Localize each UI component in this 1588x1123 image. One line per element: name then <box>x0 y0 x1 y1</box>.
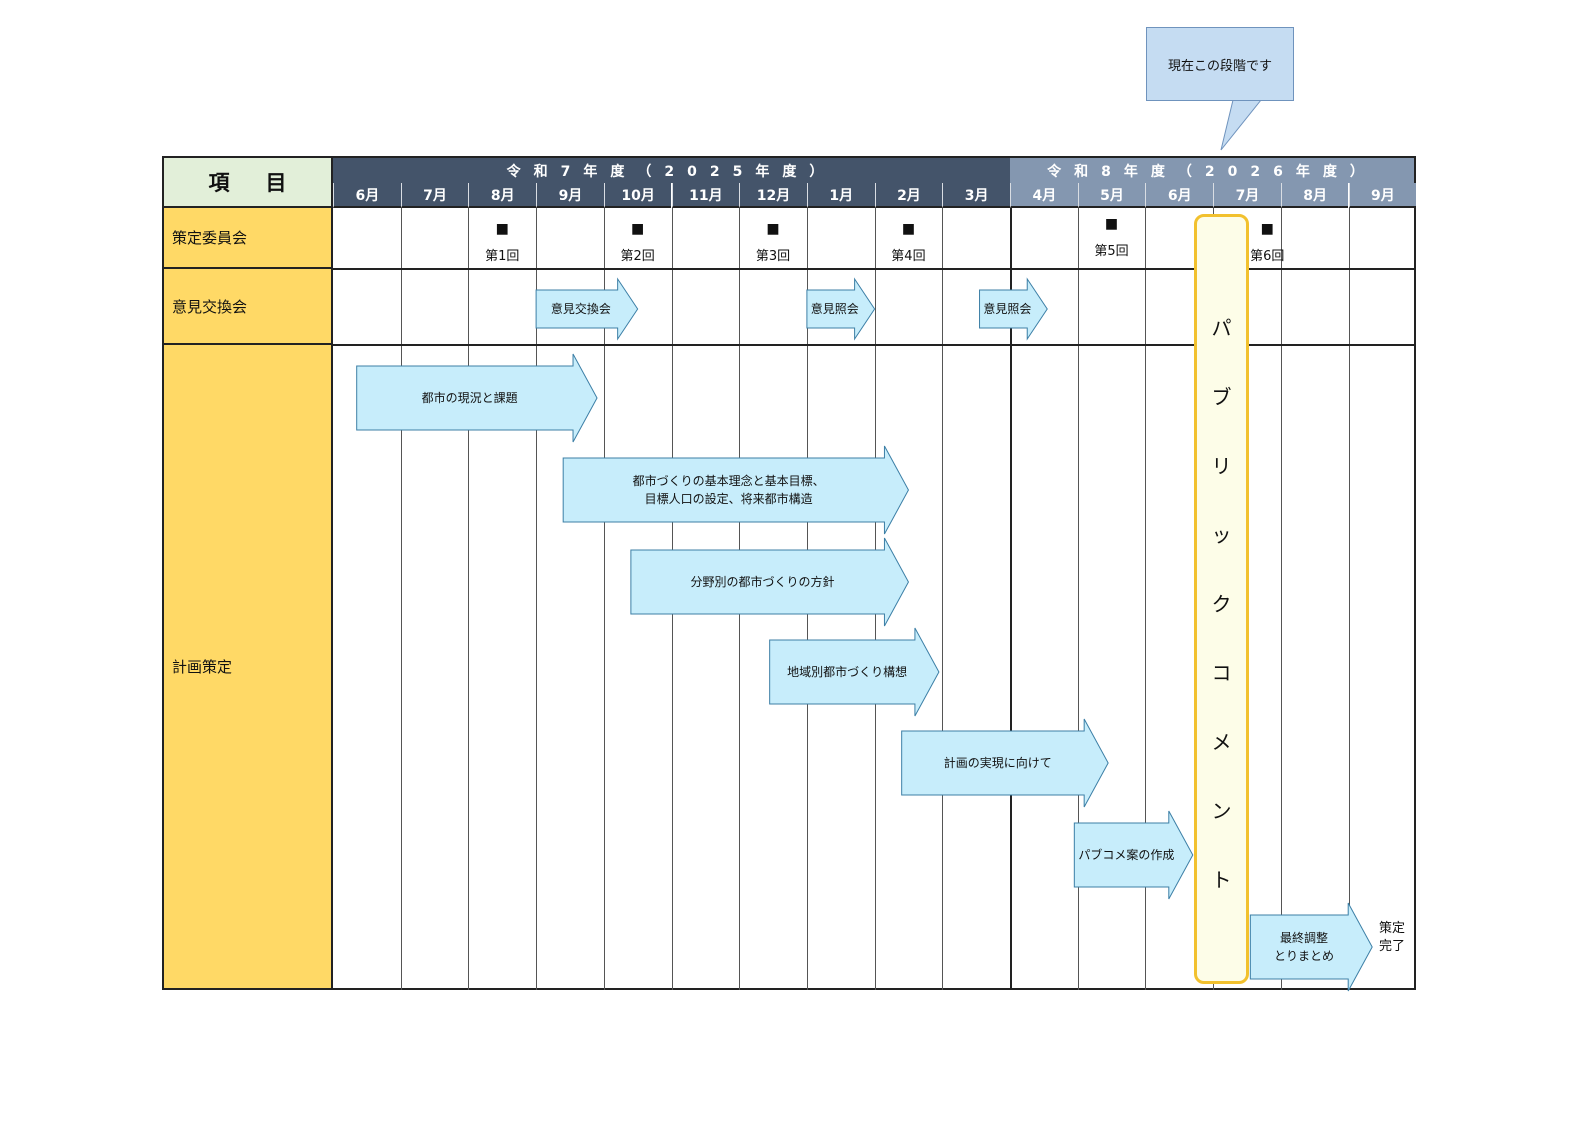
current-stage-callout: 現在この段階です <box>1146 27 1294 101</box>
grid-column-line <box>536 208 538 990</box>
meeting-label: 第2回 <box>620 249 655 264</box>
grid-column-line <box>942 208 944 990</box>
grid-column-line <box>1348 208 1350 990</box>
month-header: 4月 <box>1010 183 1078 208</box>
arrow-label: 意見照会 <box>810 302 859 316</box>
completion-label: 策定 完了 <box>1372 920 1412 956</box>
schedule-arrow <box>979 277 1048 341</box>
schedule-arrow <box>630 537 910 627</box>
month-header: 2月 <box>874 183 943 208</box>
public-comment-char: メ <box>1211 730 1232 754</box>
month-header: 5月 <box>1077 183 1146 208</box>
month-header: 11月 <box>671 183 740 208</box>
meeting-mark: ■ <box>901 221 916 237</box>
schedule-arrow <box>1249 902 1373 992</box>
arrow-label: 意見照会 <box>983 302 1032 316</box>
meeting-mark: ■ <box>1260 221 1274 237</box>
row-divider-2 <box>333 344 1416 346</box>
month-header: 1月 <box>806 183 875 208</box>
month-header: 7月 <box>1213 183 1281 208</box>
meeting-mark: ■ <box>766 221 780 237</box>
schedule-arrow <box>535 277 639 341</box>
month-header: 3月 <box>942 183 1010 208</box>
month-header: 8月 <box>1280 183 1349 208</box>
meeting-label: 第6回 <box>1250 249 1285 264</box>
month-header: 8月 <box>468 183 537 208</box>
grid-column-line <box>603 208 605 990</box>
schedule-arrow <box>769 627 940 717</box>
grid-column-line <box>1280 208 1282 990</box>
public-comment-char: リ <box>1211 454 1232 478</box>
meeting-mark: ■ <box>1104 216 1119 232</box>
grid-column-line <box>1077 208 1079 990</box>
arrow-label: 分野別の都市づくりの方針 <box>690 575 835 589</box>
month-header: 7月 <box>400 183 469 208</box>
month-header: 12月 <box>739 183 807 208</box>
row-divider-1 <box>333 268 1416 270</box>
meeting-label: 第3回 <box>755 249 791 264</box>
public-comment-char: コ <box>1211 661 1232 685</box>
row-label-committee: 策定委員会 <box>162 208 333 269</box>
row-label-planning: 計画策定 <box>162 345 333 990</box>
public-comment-char: パ <box>1211 316 1232 340</box>
schedule-grid <box>333 208 1416 990</box>
arrow-label: 最終調整 とりまとめ <box>1274 931 1335 963</box>
row-label-exchange: 意見交換会 <box>162 269 333 345</box>
meeting-mark: ■ <box>631 221 645 237</box>
meeting-mark: ■ <box>495 221 509 237</box>
month-header: 6月 <box>333 183 401 208</box>
completion-line-1: 策定 <box>1378 921 1405 936</box>
callout-text: 現在この段階です <box>1167 58 1272 74</box>
public-comment-char: ク <box>1211 592 1232 616</box>
schedule-arrow <box>1073 810 1194 900</box>
arrow-label: 都市の現況と課題 <box>421 391 518 405</box>
arrow-label: 意見交換会 <box>550 302 611 316</box>
month-header: 9月 <box>536 183 604 208</box>
arrow-label: 計画の実現に向けて <box>943 756 1052 770</box>
month-header: 6月 <box>1145 183 1214 208</box>
public-comment-band <box>1194 214 1249 984</box>
completion-line-2: 完了 <box>1378 939 1405 954</box>
grid-column-line <box>400 208 402 990</box>
schedule-arrow <box>806 277 876 341</box>
grid-column-line <box>1145 208 1147 990</box>
arrow-label: 都市づくりの基本理念と基本目標、 目標人口の設定、将来都市構造 <box>632 474 825 506</box>
schedule-arrow <box>562 445 910 535</box>
schedule-arrow <box>901 718 1109 808</box>
item-header: 項目 <box>162 156 333 208</box>
public-comment-char: ブ <box>1211 385 1232 409</box>
public-comment-char: ッ <box>1211 523 1232 547</box>
meeting-label: 第4回 <box>891 249 926 264</box>
month-header: 10月 <box>603 183 672 208</box>
month-header: 9月 <box>1348 183 1417 208</box>
grid-column-line <box>468 208 470 990</box>
fiscal-year-8-header: 令和8年度（2026年度） <box>1010 156 1416 183</box>
arrow-label: 地域別都市づくり構想 <box>787 665 908 679</box>
grid-column-line <box>1010 208 1012 990</box>
schedule-arrow <box>356 353 598 443</box>
meeting-label: 第1回 <box>485 249 520 264</box>
fiscal-year-7-header: 令和7年度（2025年度） <box>333 156 1010 183</box>
public-comment-char: ン <box>1211 799 1232 823</box>
public-comment-char: ト <box>1211 868 1232 892</box>
arrow-label: パブコメ案の作成 <box>1078 848 1175 862</box>
meeting-label: 第5回 <box>1094 244 1129 259</box>
